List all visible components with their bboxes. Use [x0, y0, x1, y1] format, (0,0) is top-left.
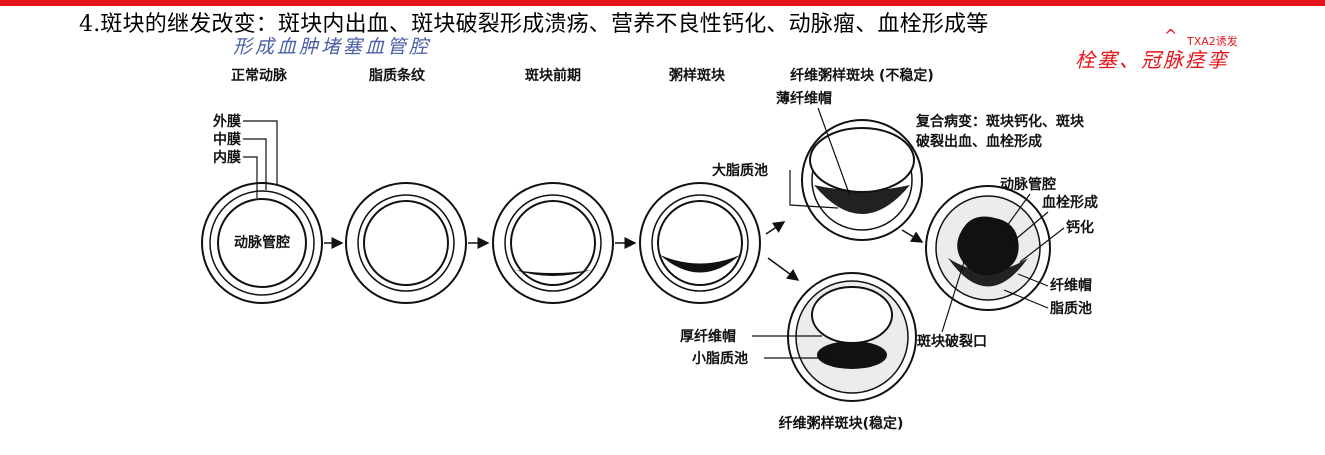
insertion-caret: ^: [1164, 26, 1178, 45]
leader-media: [243, 138, 267, 190]
leader-thin-cap: [817, 107, 851, 197]
label-adventitia: 外膜: [213, 113, 241, 130]
arrow-to-complicated: [901, 229, 924, 243]
label-lipid-pool: 脂质池: [1049, 300, 1092, 317]
leader-fibrous-cap: [1017, 273, 1049, 287]
label-complicated-line1: 复合病变：斑块钙化、斑块: [915, 113, 1085, 130]
stage-title-normal: 正常动脉: [231, 67, 288, 84]
normal-artery: [201, 182, 323, 304]
stage-title-atheroma: 粥样斑块: [669, 67, 726, 84]
label-large-lipid-pool: 大脂质池: [712, 162, 768, 179]
stage-title-unstable: 纤维粥样斑块 (不稳定): [790, 67, 934, 84]
handwritten-note-blue: 形成血肿堵塞血管腔: [233, 36, 432, 58]
label-rupture: 斑块破裂口: [917, 333, 987, 350]
label-fibrous-cap: 纤维帽: [1050, 277, 1092, 294]
label-calcification: 钙化: [1066, 219, 1094, 236]
stage-title-fatty-streak: 脂质条纹: [368, 67, 426, 84]
label-thrombus: 血栓形成: [1042, 194, 1098, 211]
leader-thrombus: [1009, 211, 1049, 245]
leader-calcification: [1019, 227, 1065, 263]
atheroma-artery: [639, 182, 761, 304]
stable-plaque-artery: [787, 272, 917, 402]
label-lumen2: 动脉管腔: [1000, 176, 1056, 193]
arrow-to-unstable: [765, 221, 786, 235]
leader-large-lipid-pool: [789, 170, 839, 209]
stage-title-pre-plaque: 斑块前期: [525, 67, 581, 84]
handwritten-note-small: TXA2诱发: [1187, 35, 1238, 48]
label-media: 中膜: [213, 131, 241, 148]
label-intima: 内膜: [213, 149, 241, 166]
leader-intima: [243, 156, 258, 198]
label-thick-cap: 厚纤维帽: [680, 328, 736, 345]
arrow-to-stable: [767, 257, 800, 281]
top-red-rule: [0, 0, 1325, 6]
label-small-lipid-pool: 小脂质池: [692, 350, 748, 367]
fatty-streak-artery: [345, 182, 467, 304]
stage-title-stable: 纤维粥样斑块(稳定): [779, 415, 904, 432]
leader-rupture: [941, 261, 965, 333]
label-lumen: 动脉管腔: [234, 234, 290, 251]
handwritten-note-red: 栓塞、冠脉痉挛: [1075, 48, 1229, 72]
leader-lumen2: [1003, 193, 1031, 231]
unstable-plaque-artery: [801, 119, 923, 241]
complicated-plaque-artery: [925, 185, 1051, 311]
leader-adventitia: [243, 120, 278, 184]
pre-plaque-artery: [492, 182, 614, 304]
page-heading: 4.斑块的继发改变：斑块内出血、斑块破裂形成溃疡、营养不良性钙化、动脉瘤、血栓形…: [79, 12, 989, 37]
label-complicated-line2: 破裂出血、血栓形成: [916, 133, 1042, 150]
leader-lipid-pool: [1003, 289, 1049, 309]
label-thin-cap: 薄纤维帽: [776, 90, 832, 107]
